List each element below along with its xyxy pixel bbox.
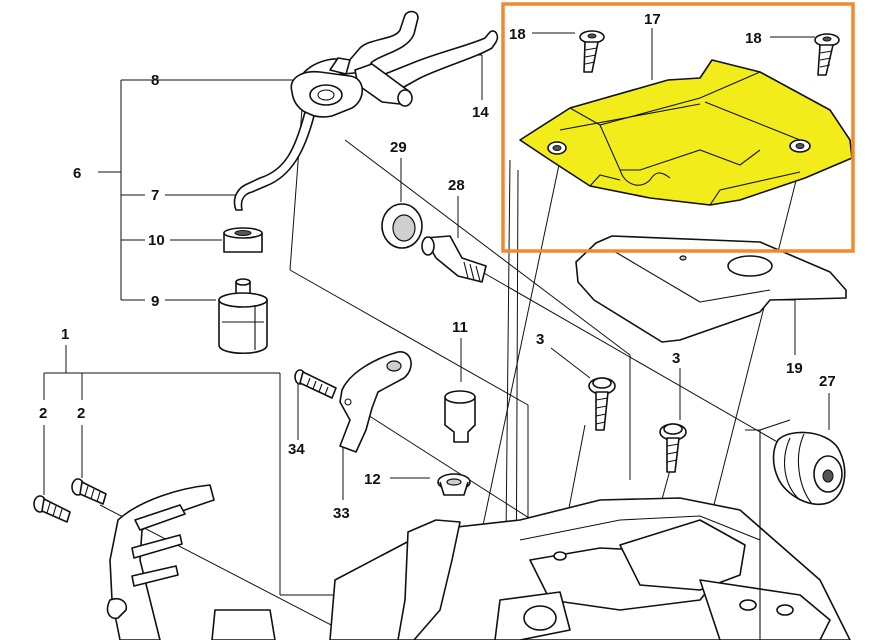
cap-and-grommet	[437, 390, 476, 496]
highlight-frame	[501, 2, 855, 253]
crankcase-housing	[329, 419, 851, 640]
label-10: 10	[148, 232, 165, 249]
label-29: 29	[390, 139, 407, 156]
label-19: 19	[786, 360, 803, 377]
label-28: 28	[448, 177, 465, 194]
grommet-and-pin	[381, 203, 487, 283]
label-12: 12	[364, 471, 381, 488]
heat-shield-plate	[575, 235, 847, 343]
screws-2	[33, 478, 107, 523]
rubber-buffer	[772, 431, 846, 506]
fuel-filter-parts	[218, 227, 268, 354]
top-cover-highlighted	[519, 59, 853, 206]
label-1: 1	[61, 326, 69, 343]
label-18-right: 18	[745, 30, 762, 47]
hand-guard	[106, 484, 276, 640]
label-7: 7	[151, 187, 159, 204]
fuel-line-assembly	[233, 10, 499, 211]
label-18-left: 18	[509, 26, 526, 43]
label-3-right: 3	[672, 350, 680, 367]
label-9: 9	[151, 293, 159, 310]
label-8: 8	[151, 72, 159, 89]
label-2-right: 2	[77, 405, 85, 422]
screw-and-bracket	[294, 351, 412, 453]
label-34: 34	[288, 441, 305, 458]
label-27: 27	[819, 373, 836, 390]
screws-18	[579, 30, 840, 76]
part-labels: 18 17 18 8 6 7 10 9 14 29 28 11 12 3 3 1…	[39, 11, 836, 522]
label-11: 11	[452, 319, 468, 336]
label-33: 33	[333, 505, 350, 522]
label-17: 17	[644, 11, 661, 28]
label-14: 14	[472, 104, 489, 121]
label-2-left: 2	[39, 405, 47, 422]
label-6: 6	[73, 165, 81, 182]
label-3-left: 3	[536, 331, 544, 348]
screws-3	[588, 377, 687, 473]
